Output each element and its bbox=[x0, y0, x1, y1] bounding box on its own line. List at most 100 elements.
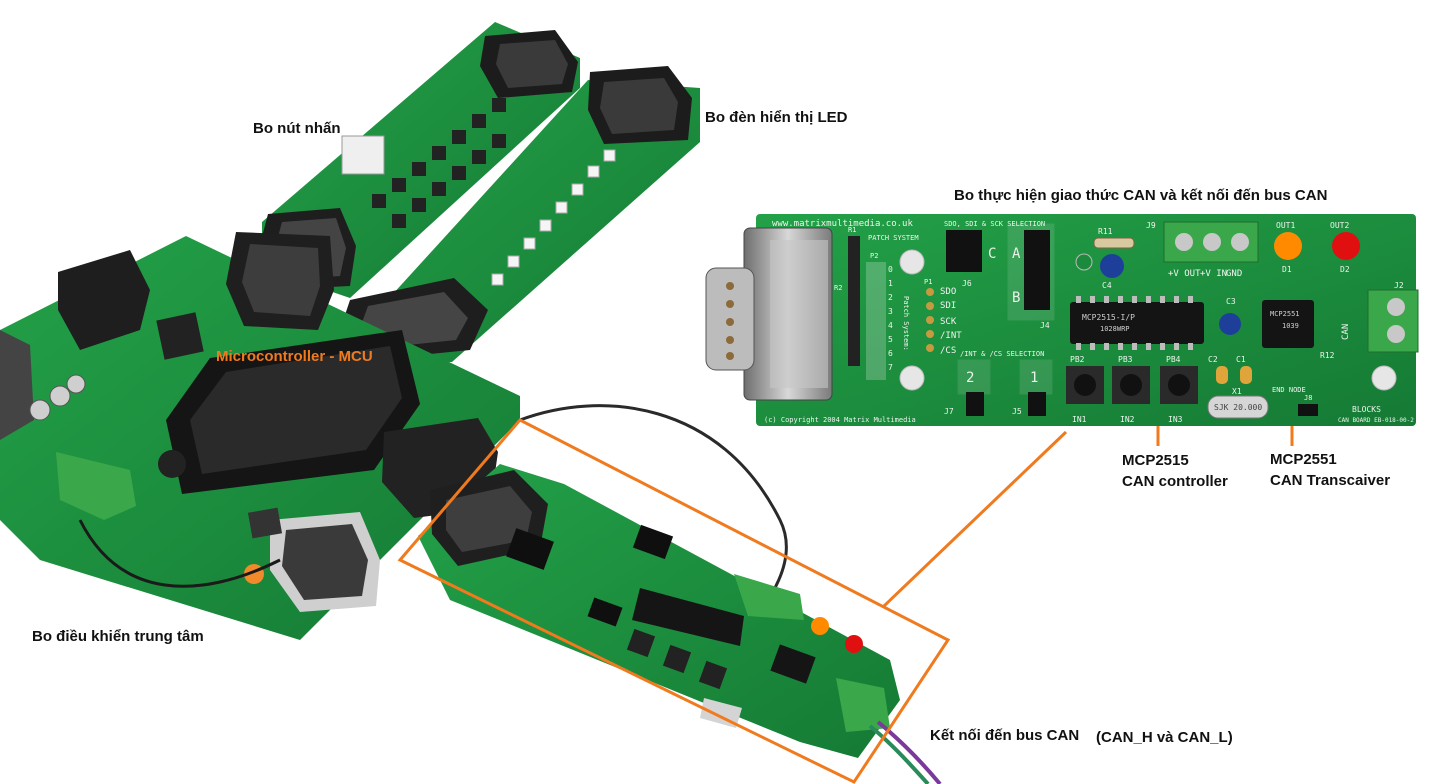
pcb-text-jp-a: A bbox=[1012, 246, 1021, 262]
p1-pins bbox=[926, 288, 934, 352]
led-board-db9-connector bbox=[588, 66, 692, 144]
resistor-r11 bbox=[1093, 237, 1135, 249]
led-out1 bbox=[1274, 232, 1302, 260]
pcb-text-j4: J4 bbox=[1040, 321, 1050, 330]
pcb-text-sig-sdo: SDO bbox=[940, 287, 956, 297]
button-board-switches bbox=[372, 98, 506, 228]
terminal-j9 bbox=[1163, 221, 1259, 263]
main-board-left-connector bbox=[0, 330, 34, 440]
pcb-text-sig-int: /INT bbox=[940, 331, 962, 341]
main-board-capacitors bbox=[29, 374, 86, 421]
pcb-text-spi-title: SDO, SDI & SCK SELECTION bbox=[944, 220, 1045, 228]
crystal-x1 bbox=[1207, 395, 1269, 419]
pcb-pin-number: 7 bbox=[888, 363, 893, 372]
pcb-text-chip2: MCP2551 bbox=[1270, 310, 1300, 318]
button-board-db9-connector bbox=[480, 30, 578, 98]
pcb-text-chip1: MCP2515-I/P bbox=[1082, 313, 1135, 322]
leader-line-top bbox=[882, 430, 1068, 608]
label-mcu: Microcontroller - MCU bbox=[216, 348, 373, 365]
label-mcp2551-role: CAN Transcaiver bbox=[1270, 472, 1391, 489]
pcb-text-sig-sck: SCK bbox=[940, 317, 957, 327]
label-mcp2515-role: CAN controller bbox=[1122, 473, 1228, 490]
pcb-text-j7: J7 bbox=[944, 407, 954, 416]
label-led-board: Bo đèn hiển thị LED bbox=[705, 109, 848, 126]
pcb-text-d2: D2 bbox=[1340, 265, 1350, 274]
pcb-text-chip2-code: 1039 bbox=[1282, 322, 1299, 330]
main-board-switch bbox=[247, 507, 283, 539]
jumper-block-j6 bbox=[946, 230, 982, 272]
small-can-board-terminal-bottom bbox=[836, 678, 890, 732]
highlight-box bbox=[397, 418, 951, 784]
pcb-text-j8: J8 bbox=[1304, 394, 1312, 402]
pcb-text-c3: C3 bbox=[1226, 297, 1236, 306]
main-board-cable bbox=[78, 519, 281, 588]
pcb-text-j9: J9 bbox=[1146, 221, 1156, 230]
pcb-text-crystal: SJK 20.000 bbox=[1214, 403, 1262, 412]
pcb-text-out1: OUT1 bbox=[1276, 221, 1295, 230]
main-board-plcc-chip bbox=[156, 312, 204, 360]
pcb-text-out2: OUT2 bbox=[1330, 221, 1349, 230]
main-controller-board bbox=[0, 232, 520, 640]
pcb-text-p1: P1 bbox=[924, 278, 932, 286]
pcb-text-p2: P2 bbox=[870, 252, 878, 260]
pcb-pin-number: 0 bbox=[888, 265, 893, 274]
capacitor-c3 bbox=[1219, 313, 1241, 335]
small-can-board-headers bbox=[506, 524, 674, 627]
label-bus-connect: Kết nối đến bus CAN bbox=[930, 727, 1080, 744]
pcb-text-jp-c: C bbox=[988, 246, 996, 262]
jumper-block-a-b bbox=[1024, 230, 1050, 310]
pcb-pin-number: 4 bbox=[888, 321, 893, 330]
pcb-text-copyright: (c) Copyright 2004 Matrix Multimedia bbox=[764, 416, 916, 424]
main-board-female-db9 bbox=[270, 512, 380, 612]
led-board-leds bbox=[491, 149, 616, 286]
mcu-chip bbox=[166, 330, 420, 494]
pcb-text-c4: C4 bbox=[1102, 281, 1112, 290]
chip-mcp2551 bbox=[1262, 300, 1314, 348]
main-board-top-db9 bbox=[58, 250, 150, 350]
large-can-board-r2 bbox=[848, 236, 860, 366]
pcb-text-jp-b: B bbox=[1012, 290, 1020, 306]
pcb-pin-number: 5 bbox=[888, 335, 893, 344]
label-bus-lines: (CAN_H và CAN_L) bbox=[1096, 729, 1233, 746]
pcb-text-r1: R1 bbox=[848, 226, 856, 234]
label-mcp2551-name: MCP2551 bbox=[1270, 451, 1337, 468]
capacitor-c1 bbox=[1240, 366, 1252, 384]
pcb-text-eblocks: BLOCKS bbox=[1352, 405, 1381, 414]
pcb-text-x1: X1 bbox=[1232, 387, 1242, 396]
pcb-text-j5: J5 bbox=[1012, 407, 1022, 416]
led-out2 bbox=[1332, 232, 1360, 260]
large-can-board-db9 bbox=[705, 227, 833, 401]
pcb-text-c1: C1 bbox=[1236, 355, 1246, 364]
small-can-board-mcp2551 bbox=[770, 644, 816, 684]
pcb-pin-number: 2 bbox=[888, 293, 893, 302]
jumper-j5 bbox=[1028, 392, 1046, 416]
small-can-board-leds bbox=[811, 617, 863, 653]
label-mcp2515-name: MCP2515 bbox=[1122, 452, 1189, 469]
large-can-board-mounting-holes bbox=[899, 249, 1397, 391]
chip-mcp2515 bbox=[1070, 296, 1204, 350]
pcb-text-in3: IN3 bbox=[1168, 415, 1183, 424]
pcb-text-patch-vertical: Patch System: bbox=[902, 296, 910, 351]
pcb-pin-number: 6 bbox=[888, 349, 893, 358]
pcb-text-j2: J2 bbox=[1394, 281, 1404, 290]
pcb-text-v-out: +V OUT bbox=[1168, 269, 1201, 279]
jumper-end-node bbox=[1298, 404, 1318, 416]
pcb-text-pb3: PB3 bbox=[1118, 355, 1133, 364]
pcb-text-c2: C2 bbox=[1208, 355, 1218, 364]
terminal-j2 bbox=[1367, 289, 1419, 353]
pcb-pin-number: 1 bbox=[888, 279, 893, 288]
pcb-text-gnd: GND bbox=[1226, 269, 1242, 279]
led-board bbox=[340, 66, 700, 362]
pcb-text-pb4: PB4 bbox=[1166, 355, 1181, 364]
patch-header-p2 bbox=[866, 262, 886, 380]
pcb-text-chip1-code: 1028WRP bbox=[1100, 325, 1130, 333]
pcb-text-in1: IN1 bbox=[1072, 415, 1087, 424]
pcb-text-jp-2: 2 bbox=[966, 370, 974, 386]
jumper-j7 bbox=[966, 392, 984, 416]
pcb-text-r12: R12 bbox=[1320, 351, 1335, 360]
pcb-pin-number: 3 bbox=[888, 307, 893, 316]
pcb-text-d1: D1 bbox=[1282, 265, 1292, 274]
pcb-text-v-in: +V IN bbox=[1200, 269, 1227, 279]
button-board-white-header bbox=[341, 135, 385, 175]
